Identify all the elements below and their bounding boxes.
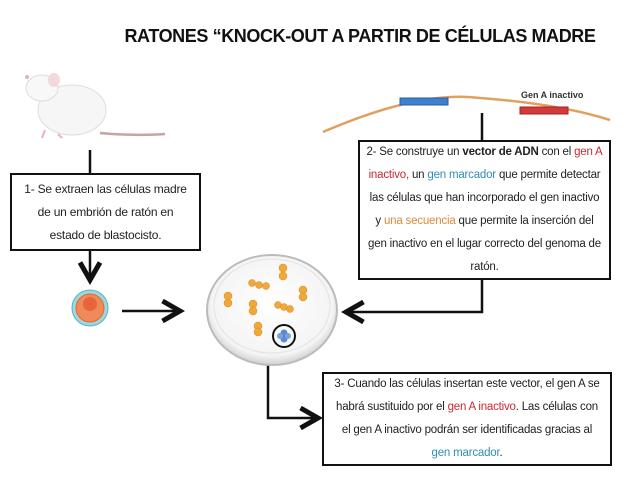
- marker-gene-term: gen marcador: [431, 447, 500, 459]
- blastocyst-image: [71, 289, 109, 327]
- marker-gene-term: gen marcador: [427, 169, 496, 181]
- inactive-gene-a: [519, 106, 569, 115]
- step-2-text: 2- Se construye un vector de ADN con el …: [366, 146, 603, 273]
- arrow-to-step-3: [266, 365, 318, 418]
- gene-a-inactive-label: Gen A inactivo: [521, 90, 584, 100]
- step-2-box: 2- Se construye un vector de ADN con el …: [358, 140, 611, 280]
- sequence-term: una secuencia: [383, 215, 456, 227]
- step-3-box: 3- Cuando las células insertan este vect…: [322, 372, 612, 466]
- petri-dish-image: [206, 254, 338, 366]
- inactive-gene-term: gen A inactivo: [447, 401, 516, 413]
- marker-gene: [399, 97, 449, 106]
- mouse-image: [25, 73, 166, 139]
- dna-vector-term: vector de ADN: [462, 146, 539, 158]
- step-3-text: 3- Cuando las células insertan este vect…: [334, 378, 600, 459]
- step-1-text: 1- Se extraen las células madre de un em…: [24, 181, 187, 242]
- inactive-gene-term: gen A inactivo,: [368, 146, 603, 181]
- dna-strand: [322, 95, 611, 134]
- page-title: RATONES “KNOCK-OUT A PARTIR DE CÉLULAS M…: [124, 26, 596, 46]
- arrow-left: [346, 279, 484, 312]
- step-1-box: 1- Se extraen las células madre de un em…: [10, 173, 201, 251]
